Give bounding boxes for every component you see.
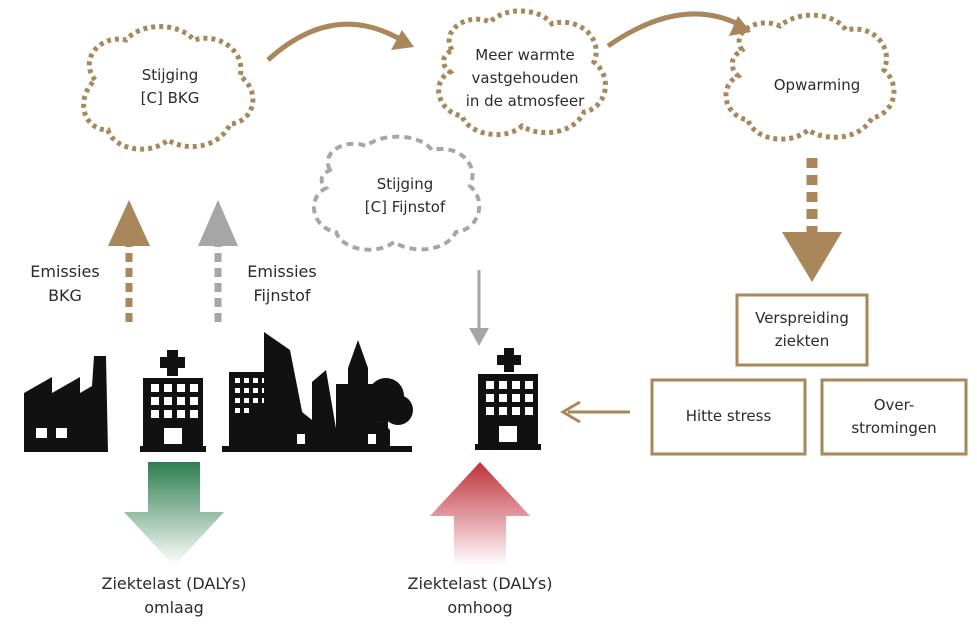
curved-arrow-head-2 bbox=[729, 16, 751, 36]
box-verspreiding-ziekten bbox=[735, 293, 869, 367]
arrow-head-fijnstof-to-hospital bbox=[469, 328, 489, 346]
cloud-stijging-fijnstof bbox=[312, 134, 482, 252]
arrow-head-boxes-to-hospital bbox=[560, 400, 581, 424]
label-ziektelast-omlaag: Ziektelast (DALYs)omlaag bbox=[101, 574, 247, 617]
curved-arrow-warmte-to-opwarming bbox=[606, 11, 740, 49]
gradient-arrow-down-green bbox=[124, 462, 224, 566]
cloud-opwarming bbox=[723, 12, 897, 142]
hospital-icon-left bbox=[140, 350, 206, 452]
label-cloud-fijnstof: Stijging[C] Fijnstof bbox=[364, 175, 446, 216]
arrow-head-emissies-fijnstof bbox=[198, 200, 238, 246]
curved-arrow-head-1 bbox=[391, 30, 414, 50]
cloud-meer-warmte bbox=[436, 8, 608, 138]
label-cloud-opwarming: Opwarming bbox=[773, 76, 861, 94]
city-icon bbox=[222, 332, 413, 452]
box-hitte-stress bbox=[650, 378, 807, 456]
box-overstromingen bbox=[820, 378, 968, 456]
cloud-stijging-bkg bbox=[81, 24, 256, 152]
label-box-hitte: Hitte stress bbox=[685, 407, 772, 425]
label-cloud-bkg: Stijging[C] BKG bbox=[140, 66, 200, 107]
gradient-arrow-up-red bbox=[430, 462, 530, 566]
curved-arrow-bkg-to-warmte bbox=[266, 21, 400, 62]
factory-icon bbox=[24, 356, 108, 452]
arrow-head-opwarming-down bbox=[782, 232, 842, 282]
label-ziektelast-omhoog: Ziektelast (DALYs)omhoog bbox=[407, 574, 553, 617]
label-box-overstromingen: Over-stromingen bbox=[851, 396, 937, 437]
hospital-icon-right bbox=[475, 348, 541, 450]
arrow-head-emissies-bkg bbox=[108, 200, 150, 246]
